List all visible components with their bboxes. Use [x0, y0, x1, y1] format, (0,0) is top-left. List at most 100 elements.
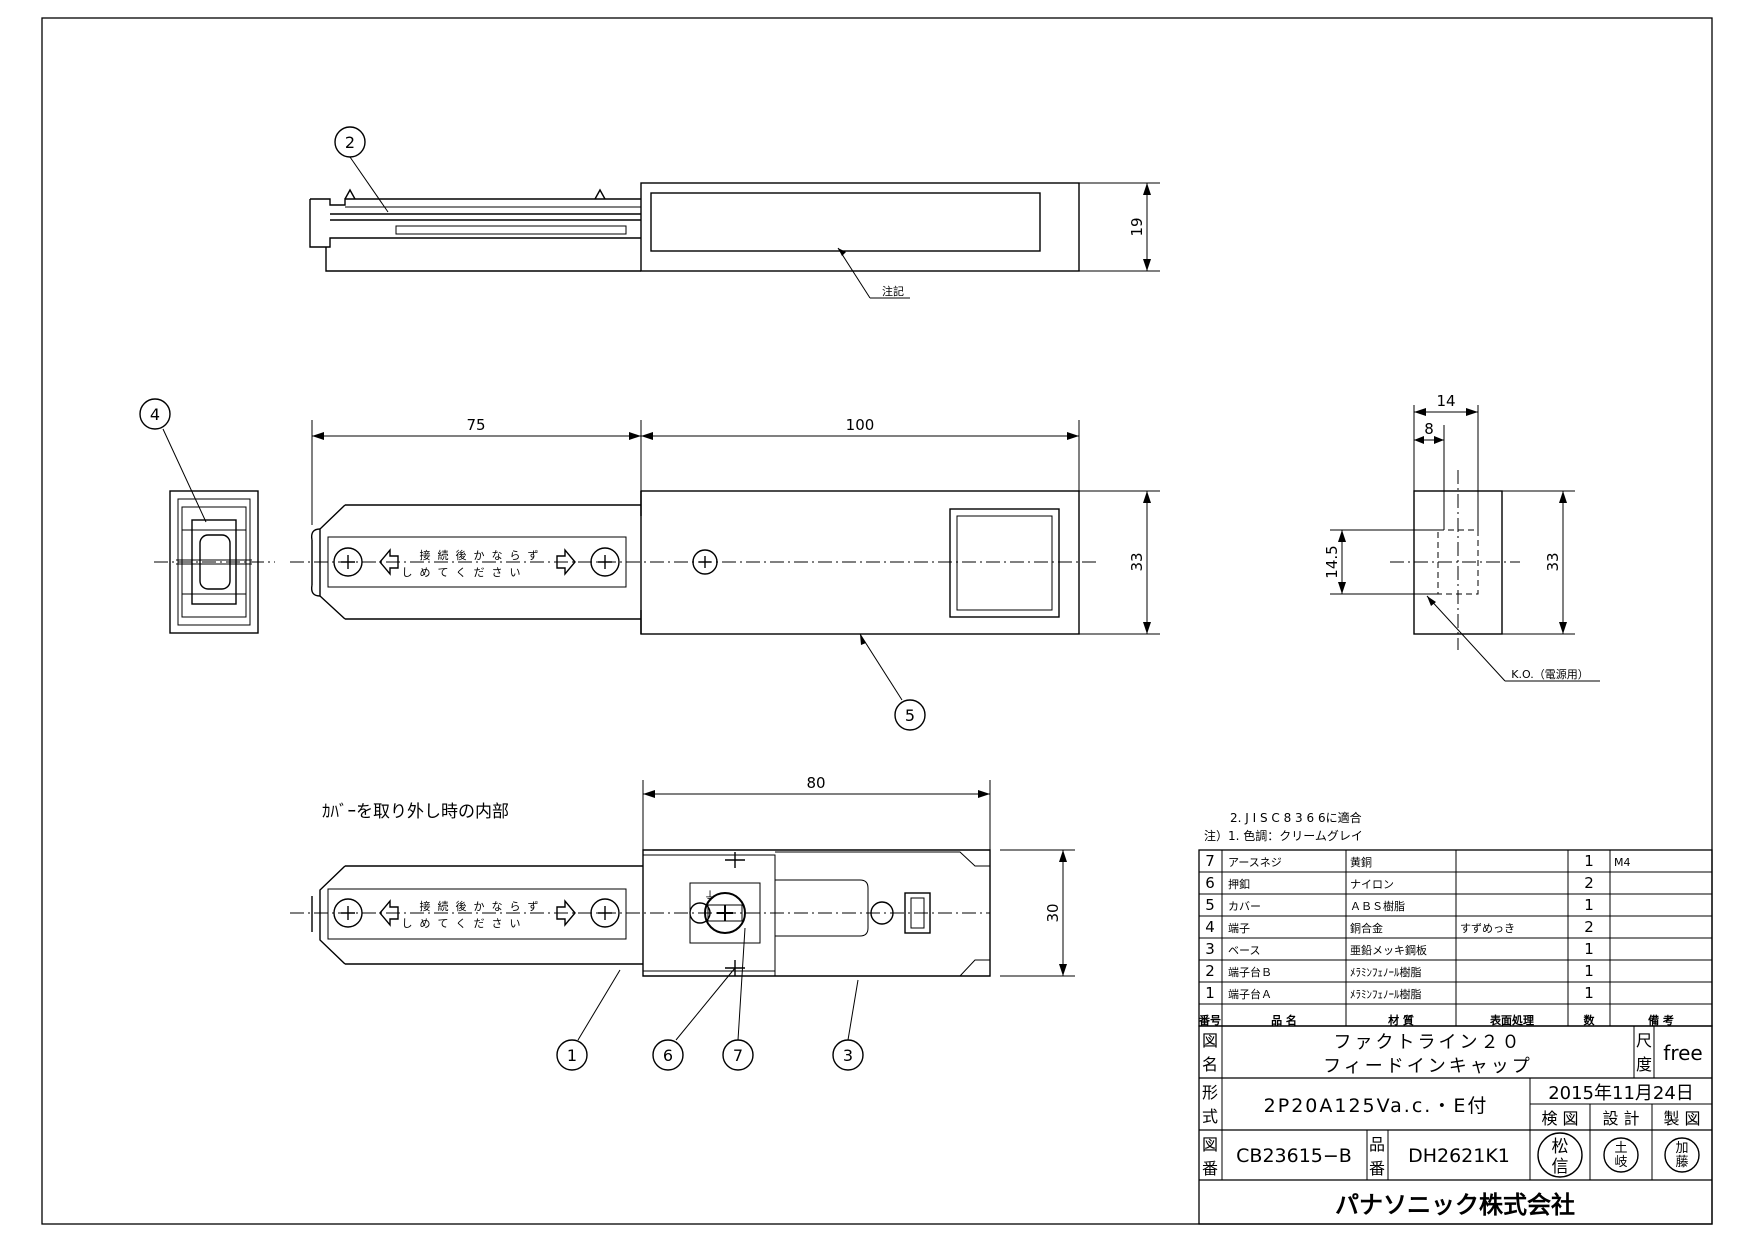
balloon-5: 5	[894, 699, 926, 731]
parts-header-3: 表面処理	[1489, 1013, 1534, 1027]
drawing-no-label-1: 図	[1202, 1135, 1218, 1154]
dim-front-left: 75	[466, 416, 485, 434]
part-no-label-2: 番	[1369, 1159, 1385, 1178]
dim-top-height: 19	[1128, 217, 1146, 236]
balloon-1: 1	[556, 1039, 588, 1071]
arrow-char-0-a3: か	[474, 549, 485, 562]
arrow-char-1-a0: 接	[420, 900, 431, 913]
parts-row-4-finish: すずめっき	[1460, 922, 1515, 935]
parts-row-3-material: 亜鉛メッキ鋼板	[1350, 943, 1427, 957]
arrow-char-0-a1: 続	[438, 548, 449, 562]
svg-text:7: 7	[733, 1046, 743, 1065]
model-value: 2P20A125Va.c.・E付	[1264, 1095, 1489, 1117]
drawn-label: 製 図	[1663, 1109, 1700, 1128]
note-label: 注記	[882, 284, 904, 298]
parts-row-5-no: 5	[1205, 896, 1215, 914]
arrow-char-1-a5: ら	[510, 900, 521, 913]
dim-inner-height: 30	[1044, 903, 1062, 922]
arrow-char-1-b2: て	[438, 917, 449, 930]
drawing-name-line2: フィードインキャップ	[1323, 1056, 1533, 1077]
arrow-char-1-b5: さ	[492, 917, 503, 930]
arrow-char-0-b4: だ	[474, 566, 485, 579]
drawing-no: CB23615−B	[1236, 1145, 1352, 1167]
parts-row-4-name: 端子	[1228, 922, 1250, 935]
arrow-char-1-a4: な	[492, 900, 503, 913]
parts-row-4-qty: 2	[1584, 918, 1594, 936]
parts-row-7-no: 7	[1205, 852, 1215, 870]
parts-row-7-material: 黄銅	[1350, 855, 1372, 869]
dim-inner-length: 80	[806, 774, 825, 792]
parts-row-1-no: 1	[1205, 984, 1215, 1002]
drawing-name-label-2: 名	[1202, 1055, 1218, 1074]
svg-text:2: 2	[345, 133, 355, 152]
arrow-char-1-a1: 続	[438, 899, 449, 913]
svg-text:3: 3	[843, 1046, 853, 1065]
parts-row-4-material: 銅合金	[1350, 921, 1383, 935]
notes: 2. J I S C 8 3 6 6に適合 注）1. 色調：クリームグレイ	[1204, 810, 1363, 843]
drawing-border	[41, 17, 1713, 1225]
arrow-char-0-b6: い	[510, 566, 521, 579]
drawing-name-label-1: 図	[1202, 1031, 1218, 1050]
designed-label: 設 計	[1602, 1109, 1639, 1128]
parts-row-2-name: 端子台Ｂ	[1228, 965, 1272, 979]
arrow-char-0-b1: め	[420, 566, 431, 579]
stamp-designed: 土 岐	[1603, 1137, 1639, 1173]
drawing-no-label-2: 番	[1202, 1159, 1218, 1178]
drawing-name-line1: ファクトライン２０	[1334, 1032, 1523, 1053]
parts-row-6-material: ナイロン	[1350, 878, 1394, 891]
arrow-char-1-b0: し	[402, 917, 413, 930]
svg-text:土: 土	[1614, 1141, 1627, 1156]
balloon-7: 7	[722, 1039, 754, 1071]
parts-row-6-name: 押釦	[1228, 877, 1250, 891]
parts-row-4-no: 4	[1205, 918, 1215, 936]
arrow-text: 接続後かならずしめてください接続後かならずしめてください	[402, 548, 539, 930]
scale-label-2: 度	[1636, 1055, 1652, 1074]
end-view	[154, 428, 275, 634]
arrow-char-0-a5: ら	[510, 549, 521, 562]
parts-row-3-no: 3	[1205, 940, 1215, 958]
model-label-2: 式	[1202, 1107, 1218, 1126]
balloon-6: 6	[652, 1039, 684, 1071]
checked-label: 検 図	[1541, 1109, 1578, 1128]
parts-row-3-name: ベース	[1228, 944, 1260, 957]
parts-header-0: 番号	[1198, 1013, 1221, 1027]
dim-side-offset: 8	[1424, 420, 1434, 438]
arrow-char-0-a0: 接	[420, 549, 431, 562]
parts-row-2-qty: 1	[1584, 962, 1594, 980]
arrow-char-1-b1: め	[420, 917, 431, 930]
dim-side-ko: 14.5	[1323, 545, 1341, 578]
arrow-char-1-a3: か	[474, 900, 485, 913]
parts-row-5-material: ＡＢＳ樹脂	[1350, 899, 1405, 913]
svg-text:信: 信	[1552, 1157, 1569, 1177]
parts-row-1-name: 端子台Ａ	[1228, 987, 1272, 1001]
note-2: 2. J I S C 8 3 6 6に適合	[1230, 810, 1362, 825]
parts-row-5-name: カバー	[1228, 900, 1261, 913]
company-name: パナソニック株式会社	[1335, 1191, 1575, 1219]
arrow-char-1-b3: く	[456, 917, 467, 930]
earth-symbol: ⏚	[704, 889, 716, 903]
inner-view: ｶﾊﾞｰを取り外し時の内部 ⏚ 80	[290, 774, 1075, 1041]
note-1: 注）1. 色調：クリームグレイ	[1204, 828, 1363, 843]
parts-row-6-qty: 2	[1584, 874, 1594, 892]
side-view: 14 8 14.5 33 K.O.（電源用）	[1323, 392, 1600, 682]
arrow-char-0-b5: さ	[492, 566, 503, 579]
parts-row-2-no: 2	[1205, 962, 1215, 980]
parts-header-5: 備 考	[1648, 1013, 1674, 1027]
front-view: 75 100 33	[290, 416, 1160, 701]
model-label-1: 形	[1202, 1083, 1218, 1102]
parts-header-2: 材 質	[1388, 1013, 1414, 1027]
date: 2015年11月24日	[1548, 1083, 1694, 1104]
dim-side-height: 33	[1544, 552, 1562, 571]
arrow-char-0-a4: な	[492, 549, 503, 562]
arrow-char-0-b2: て	[438, 566, 449, 579]
parts-row-6-no: 6	[1205, 874, 1215, 892]
balloon-2: 2	[334, 126, 366, 158]
dim-front-height: 33	[1128, 552, 1146, 571]
balloon-4: 4	[139, 398, 171, 430]
scale-label-1: 尺	[1636, 1031, 1652, 1050]
parts-header-4: 数	[1584, 1013, 1596, 1027]
svg-text:岐: 岐	[1614, 1155, 1627, 1170]
svg-text:5: 5	[905, 706, 915, 725]
